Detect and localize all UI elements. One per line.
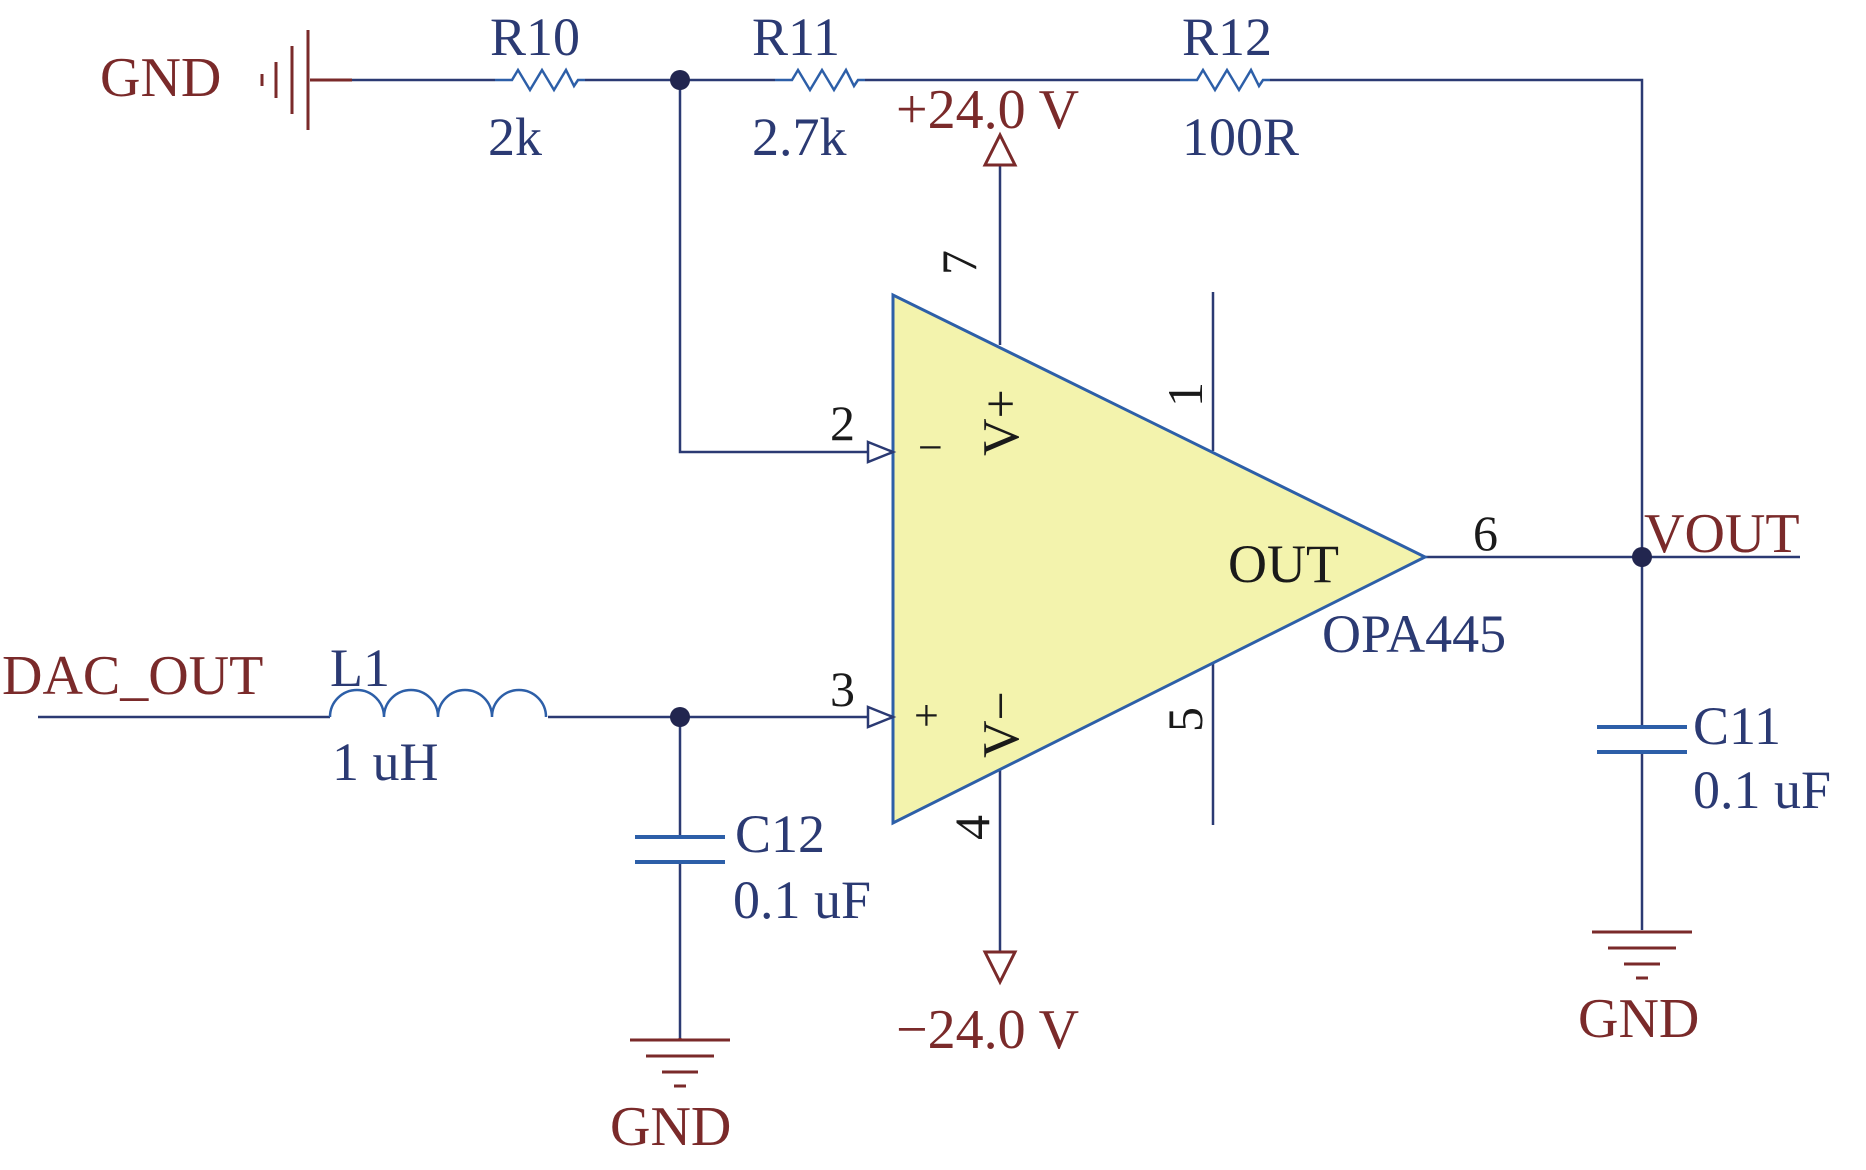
junction-feedback (670, 70, 690, 90)
c12-ref: C12 (735, 804, 825, 864)
pin-number-5: 5 (1157, 707, 1213, 732)
r11-value: 2.7k (752, 107, 847, 167)
opamp-part-name: OPA445 (1322, 604, 1506, 664)
opamp-noninv-sign: + (914, 691, 939, 740)
c11-value: 0.1 uF (1693, 760, 1831, 820)
junction-vout (1632, 547, 1652, 567)
vpos-supply-arrow (982, 131, 1018, 167)
inv-input-arrow (866, 440, 897, 464)
l1-value: 1 uH (332, 732, 439, 792)
opamp-inv-sign: − (918, 423, 943, 472)
net-label-gnd-left: GND (100, 47, 221, 109)
ground-symbol-left (260, 30, 352, 130)
opamp-out-label: OUT (1228, 534, 1339, 594)
r10-ref: R10 (490, 7, 580, 67)
ground-symbol-c11 (1592, 930, 1692, 980)
net-label-dac-out: DAC_OUT (2, 645, 263, 707)
noninv-input-arrow (866, 705, 897, 729)
capacitor-c12-symbol (635, 835, 725, 864)
r10-value: 2k (488, 107, 542, 167)
ground-symbol-c12 (630, 1038, 730, 1088)
opamp-opa445 (866, 292, 1429, 826)
junction-noninv (670, 707, 690, 727)
net-label-gnd-c12: GND (610, 1096, 731, 1158)
r11-ref: R11 (752, 7, 840, 67)
r12-ref: R12 (1182, 7, 1272, 67)
pin-number-3: 3 (830, 661, 855, 717)
inductor-l1-symbol (328, 688, 548, 718)
resistor-r12-symbol (1180, 67, 1270, 93)
c11-ref: C11 (1693, 696, 1781, 756)
pin-number-4: 4 (944, 815, 1000, 840)
vneg-supply-arrow (982, 950, 1018, 986)
resistor-r10-symbol (495, 67, 585, 93)
opamp-vminus-label: V− (973, 691, 1030, 758)
pin-number-2: 2 (830, 395, 855, 451)
pin-number-1: 1 (1157, 382, 1213, 407)
opamp-body (891, 292, 1429, 826)
net-label-gnd-c11: GND (1578, 988, 1699, 1050)
net-label-vpos: +24.0 V (896, 79, 1079, 141)
net-label-vout: VOUT (1644, 503, 1800, 565)
r12-value: 100R (1182, 107, 1299, 167)
net-label-vneg: −24.0 V (896, 999, 1079, 1061)
wire-feedback-to-inv (678, 80, 868, 454)
wire-r12-to-vout (1270, 78, 1644, 557)
opamp-vplus-label: V+ (973, 389, 1030, 456)
l1-ref: L1 (330, 638, 390, 698)
labels: GND GND GND +24.0 V −24.0 V DAC_OUT VOUT… (2, 7, 1831, 1158)
c12-value: 0.1 uF (733, 870, 871, 930)
pin-number-6: 6 (1473, 505, 1498, 561)
junctions (670, 70, 1652, 727)
capacitor-c11-symbol (1597, 725, 1687, 754)
resistor-r11-symbol (775, 67, 865, 93)
pin-number-7: 7 (931, 250, 987, 275)
wires (38, 78, 1800, 1038)
